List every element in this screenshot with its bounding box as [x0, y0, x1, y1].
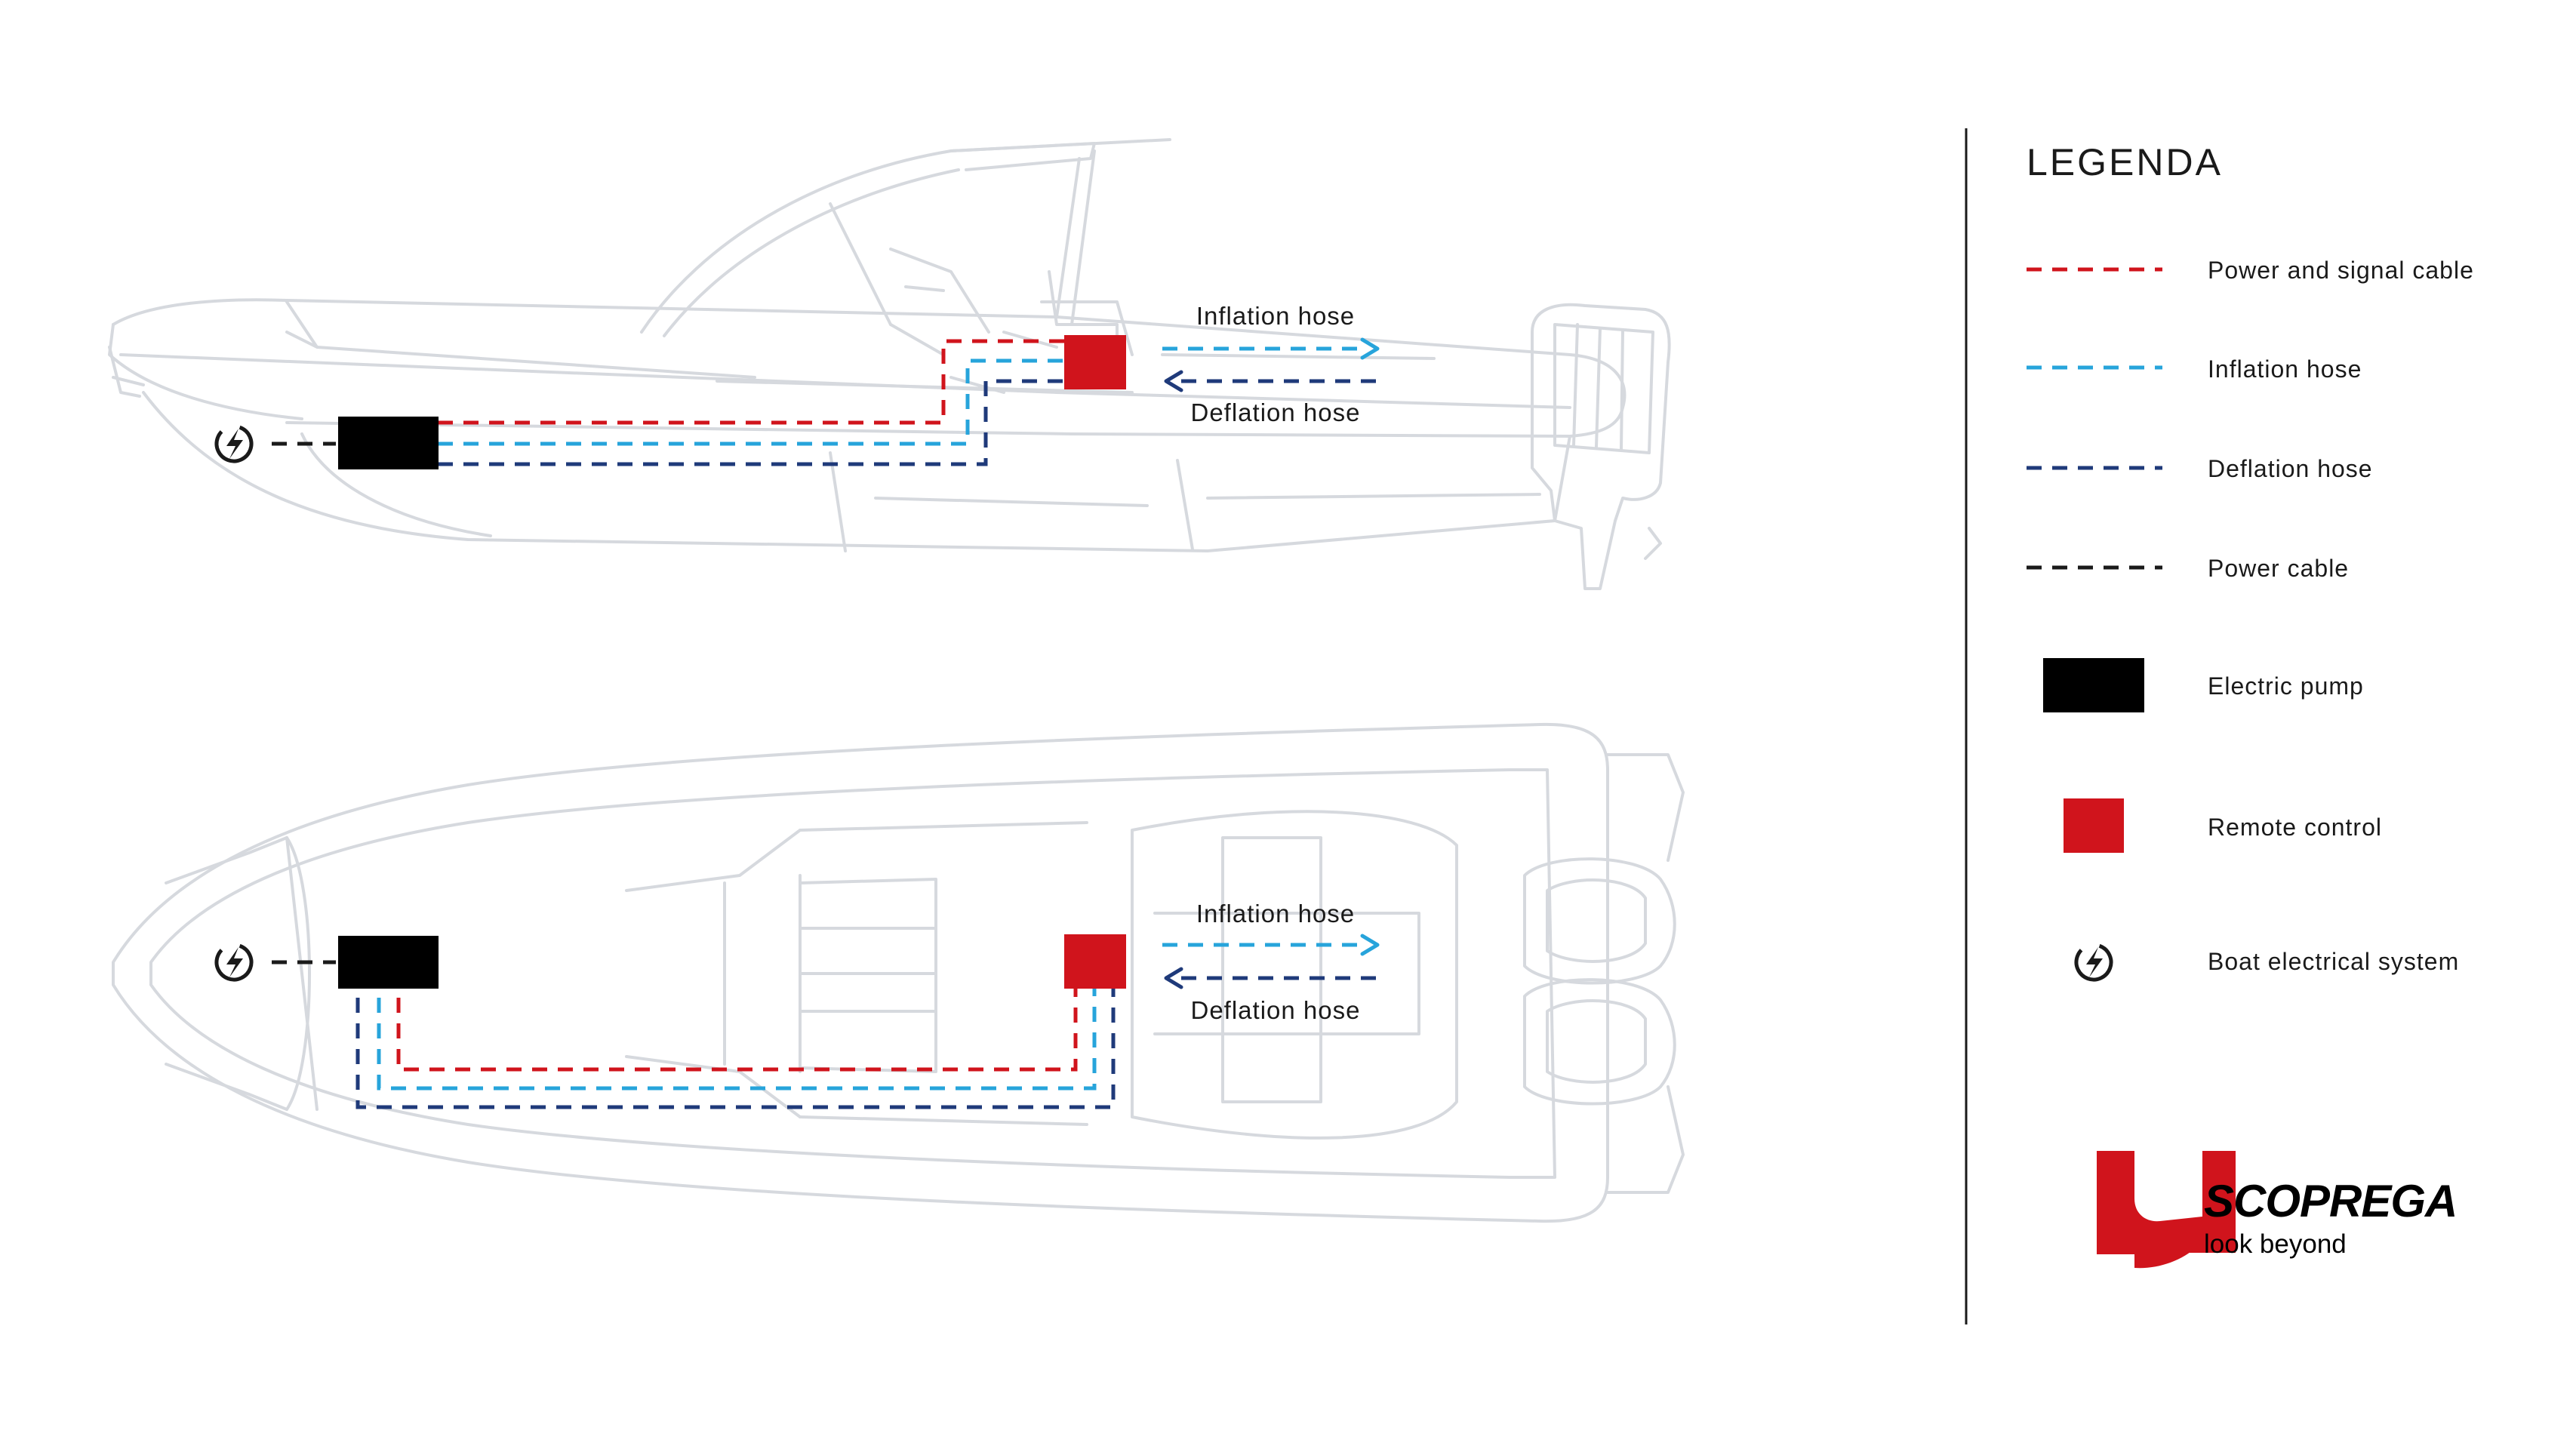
top-deflation-hose: [355, 989, 1116, 1109]
side-view-arrowheads: [1164, 337, 1380, 392]
top-inflation-arrow-icon: [1360, 934, 1380, 956]
side-electric-pump: [338, 417, 439, 469]
scoprega-logo: SCOPREGA look beyond: [2097, 1151, 2458, 1269]
top-inflation-label: Inflation hose: [1196, 900, 1355, 928]
legend-label-power: Power cable: [2208, 555, 2349, 582]
top-view-arrowheads: [1164, 934, 1380, 989]
legend: LEGENDA Power and signal cable Inflation…: [2027, 141, 2474, 985]
scoprega-logo-mark: [2097, 1151, 2236, 1269]
side-inflation-hose: [438, 358, 1064, 446]
legend-title: LEGENDA: [2027, 141, 2223, 183]
brand-tagline: look beyond: [2204, 1229, 2347, 1259]
legend-label-boat-electrical: Boat electrical system: [2208, 948, 2459, 975]
top-view-boat: [112, 722, 1685, 1223]
top-deflation-arrow-icon: [1164, 967, 1183, 989]
top-electric-pump: [338, 936, 439, 989]
top-remote-control: [1064, 934, 1126, 989]
side-power-signal-cable: [438, 339, 1064, 425]
legend-symbol-electric-pump: [2043, 658, 2144, 712]
side-view-boat: [108, 138, 1671, 590]
legend-symbol-remote-control: [2064, 798, 2124, 853]
side-boat-electrical-icon: [212, 422, 257, 466]
side-inflation-arrow-icon: [1360, 337, 1380, 360]
side-view-connections: [272, 339, 1381, 466]
legend-bolt-icon: [2072, 940, 2116, 985]
legend-label-deflation: Deflation hose: [2208, 455, 2373, 482]
legend-label-power-signal: Power and signal cable: [2208, 257, 2474, 284]
top-view-connections: [272, 943, 1381, 1109]
side-deflation-label: Deflation hose: [1191, 398, 1361, 426]
side-deflation-arrow-icon: [1164, 370, 1183, 392]
side-inflation-label: Inflation hose: [1196, 302, 1355, 330]
legend-label-electric-pump: Electric pump: [2208, 672, 2364, 700]
top-power-signal-cable: [396, 989, 1078, 1072]
top-deflation-label: Deflation hose: [1191, 996, 1361, 1024]
top-inflation-hose: [377, 989, 1097, 1091]
side-remote-control: [1064, 335, 1126, 389]
brand-name: SCOPREGA: [2204, 1176, 2457, 1226]
legend-label-remote-control: Remote control: [2208, 814, 2382, 841]
top-boat-electrical-icon: [212, 940, 257, 985]
legend-label-inflation: Inflation hose: [2208, 355, 2362, 383]
side-deflation-hose: [438, 379, 1064, 466]
